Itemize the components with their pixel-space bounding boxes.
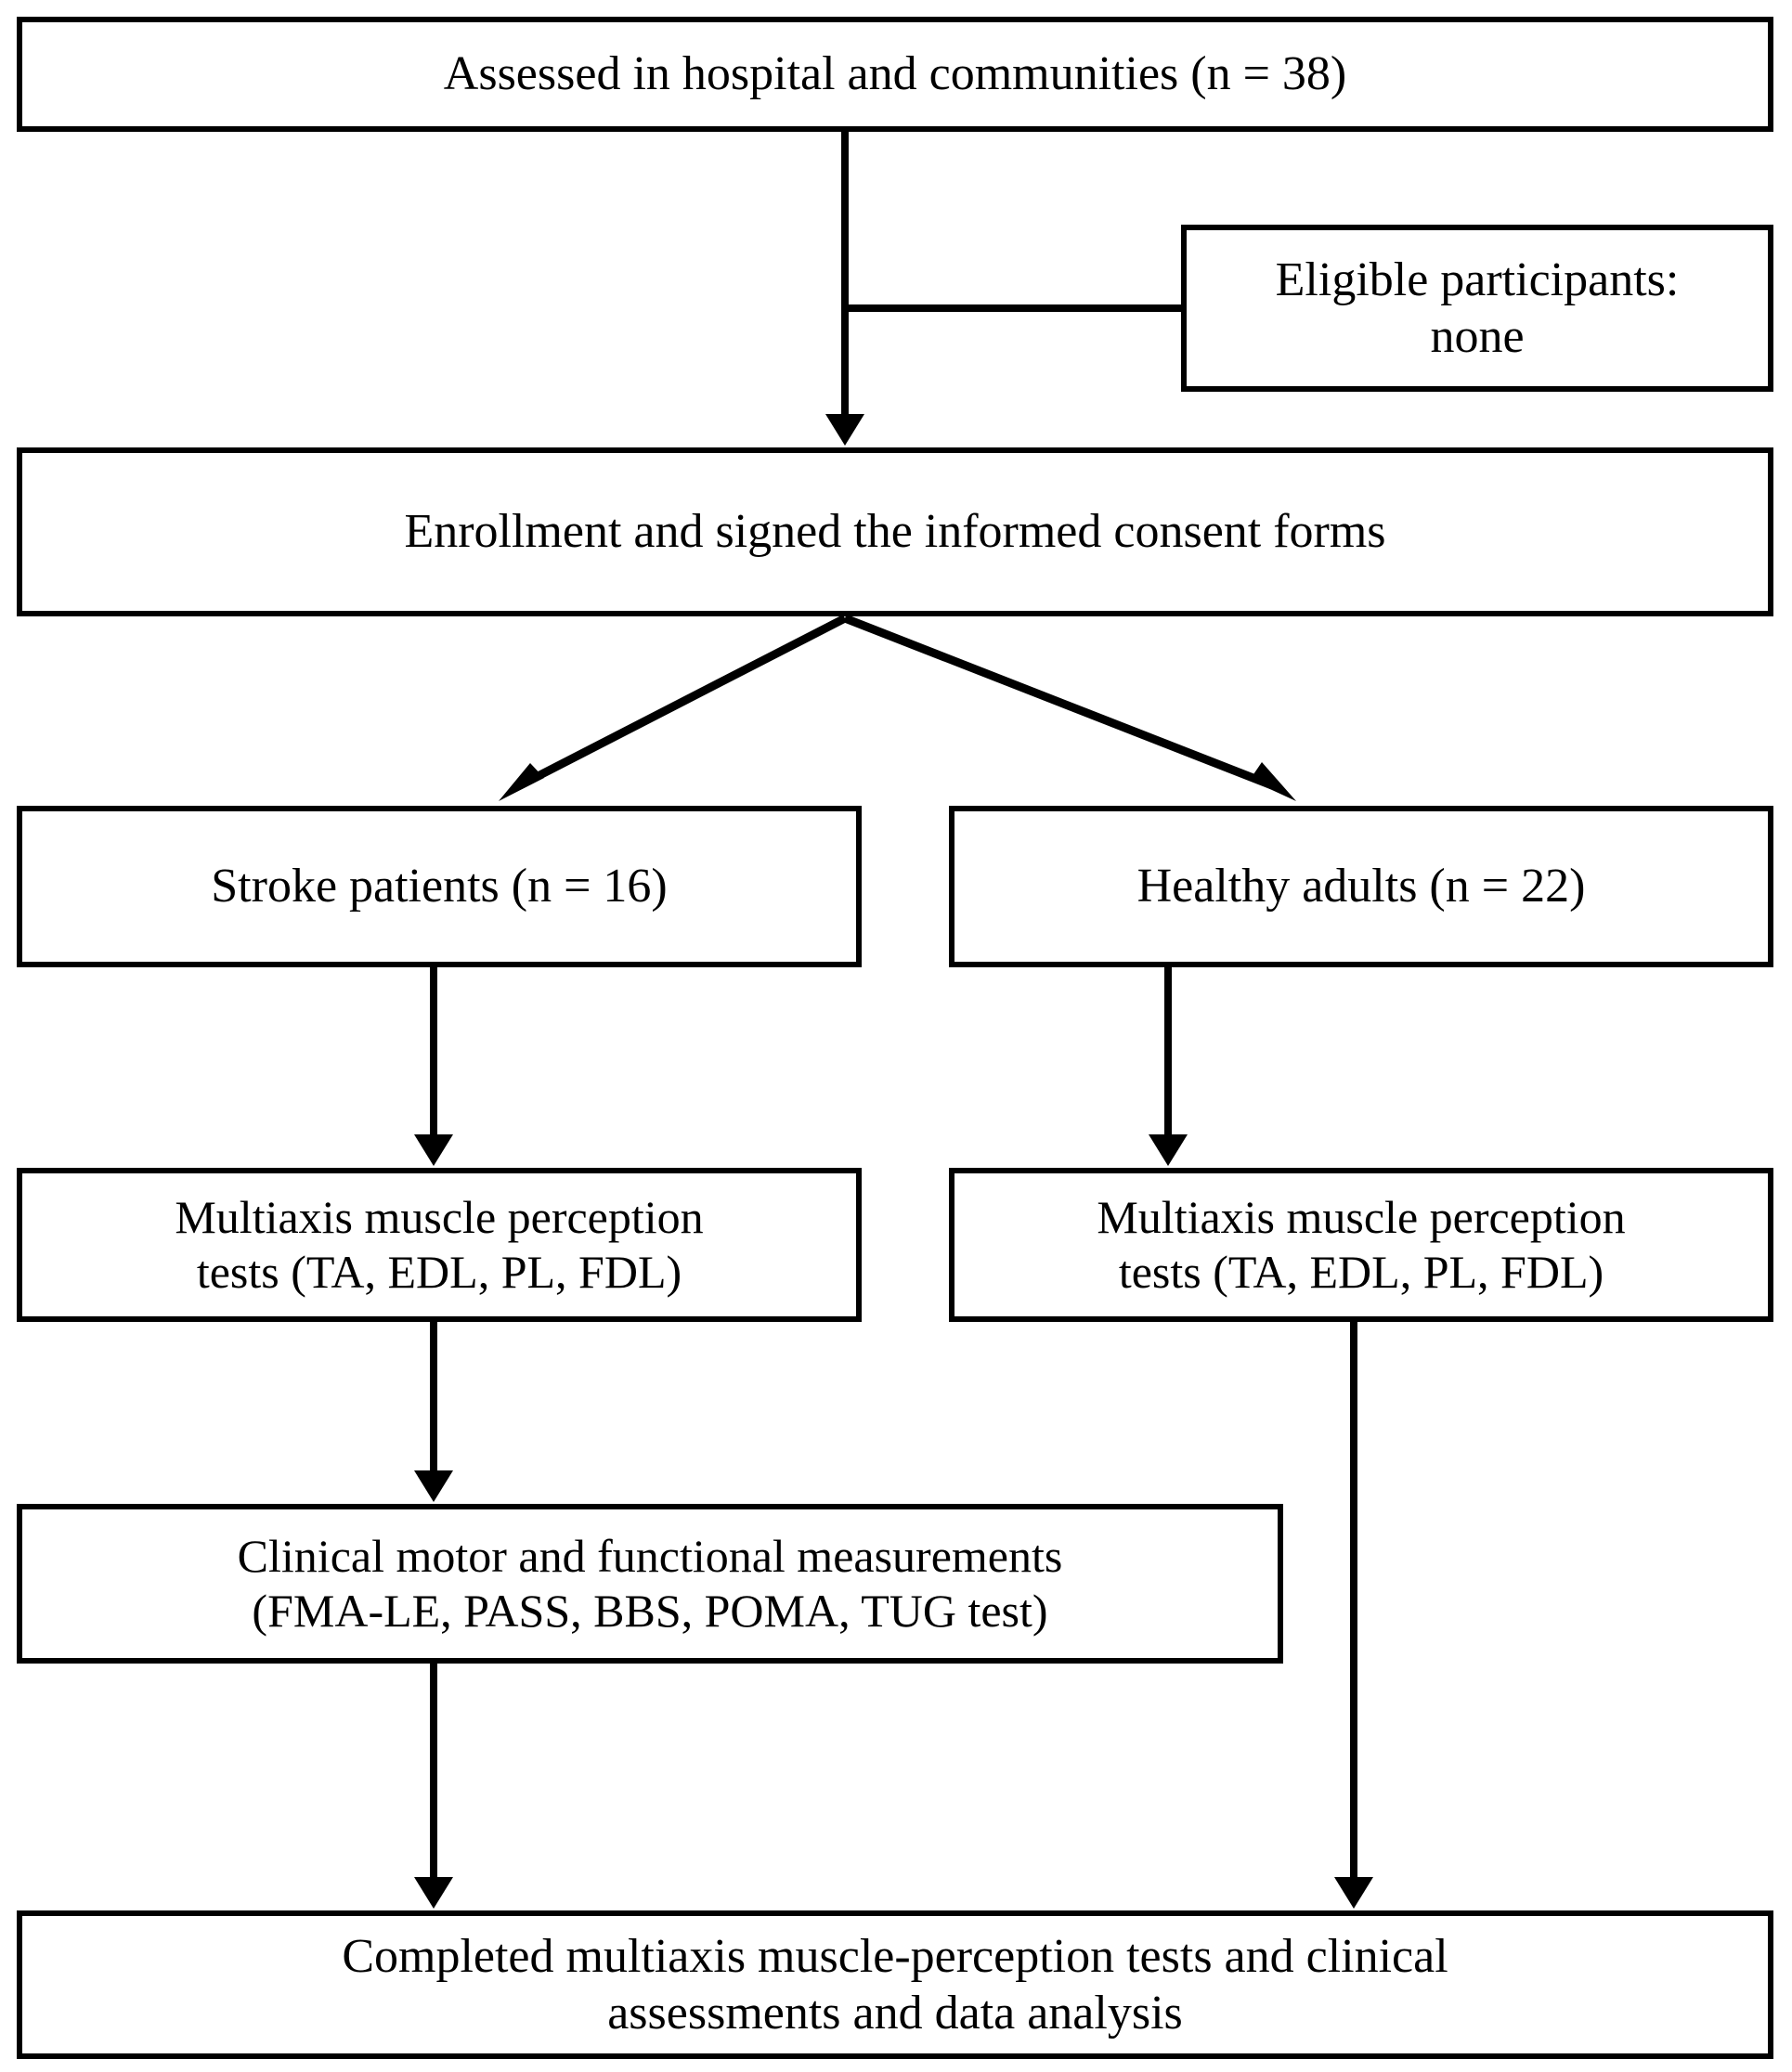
edge-stroke-to-tests-arrowhead bbox=[414, 1134, 453, 1166]
node-multiaxis-tests-stroke: Multiaxis muscle perception tests (TA, E… bbox=[17, 1168, 862, 1322]
node-tests-left-label: Multiaxis muscle perception tests (TA, E… bbox=[175, 1191, 704, 1298]
node-assessed-in-hospital: Assessed in hospital and communities (n … bbox=[17, 17, 1773, 132]
node-completed-analysis: Completed multiaxis muscle-perception te… bbox=[17, 1910, 1773, 2059]
node-clinical-label: Clinical motor and functional measuremen… bbox=[237, 1530, 1063, 1637]
edge-enrollment-split bbox=[499, 614, 1296, 801]
edge-stroke-to-tests-line bbox=[430, 967, 437, 1136]
edge-tests-right-to-completed-line bbox=[1350, 1322, 1357, 1879]
edge-assessed-to-enrollment-line bbox=[841, 132, 849, 416]
node-stroke-patients: Stroke patients (n = 16) bbox=[17, 806, 862, 967]
edge-clinical-to-completed-arrowhead bbox=[414, 1877, 453, 1909]
edge-tests-right-to-completed-arrowhead bbox=[1334, 1877, 1373, 1909]
node-enrollment-label: Enrollment and signed the informed conse… bbox=[404, 505, 1386, 559]
edge-assessed-to-enrollment-arrowhead bbox=[825, 414, 864, 446]
node-eligible-label: Eligible participants: none bbox=[1275, 253, 1680, 363]
edge-healthy-to-tests-arrowhead bbox=[1149, 1134, 1188, 1166]
node-tests-right-label: Multiaxis muscle perception tests (TA, E… bbox=[1097, 1191, 1626, 1298]
node-healthy-label: Healthy adults (n = 22) bbox=[1136, 860, 1586, 913]
node-clinical-measurements: Clinical motor and functional measuremen… bbox=[17, 1504, 1283, 1664]
node-stroke-label: Stroke patients (n = 16) bbox=[211, 860, 668, 913]
node-assessed-label: Assessed in hospital and communities (n … bbox=[443, 47, 1347, 101]
edge-clinical-to-completed-line bbox=[430, 1664, 437, 1879]
edge-healthy-to-tests-line bbox=[1164, 967, 1172, 1136]
node-multiaxis-tests-healthy: Multiaxis muscle perception tests (TA, E… bbox=[949, 1168, 1773, 1322]
node-enrollment-consent: Enrollment and signed the informed conse… bbox=[17, 447, 1773, 616]
edge-tests-to-clinical-arrowhead bbox=[414, 1470, 453, 1502]
edge-assessed-to-eligible-line bbox=[841, 304, 1187, 312]
node-healthy-adults: Healthy adults (n = 22) bbox=[949, 806, 1773, 967]
edge-tests-to-clinical-line bbox=[430, 1322, 437, 1472]
node-eligible-participants: Eligible participants: none bbox=[1181, 225, 1773, 392]
node-completed-label: Completed multiaxis muscle-perception te… bbox=[342, 1929, 1448, 2040]
